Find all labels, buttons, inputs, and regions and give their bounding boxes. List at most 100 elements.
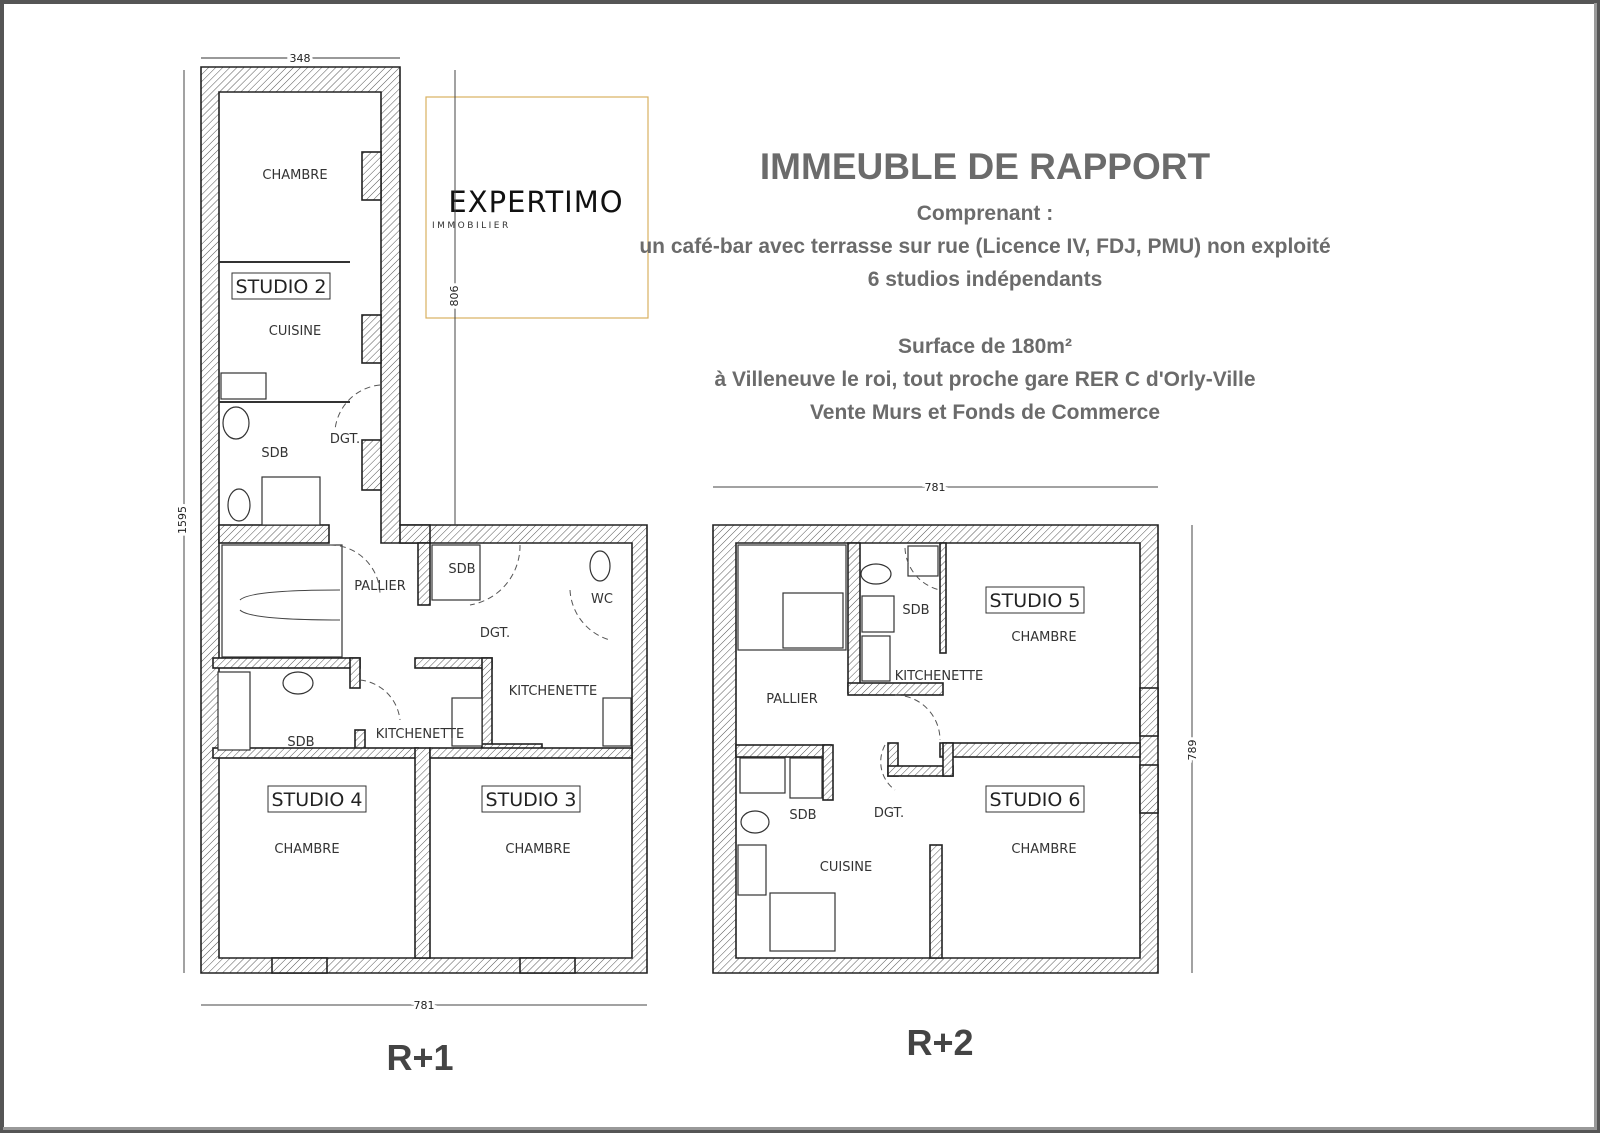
skylight-icon (769, 892, 836, 952)
room-label: DGT. (480, 626, 510, 641)
shower-icon (861, 595, 895, 633)
detail-line: Surface de 180m² (898, 335, 1072, 358)
wall (481, 657, 493, 749)
frame-shadow (3, 3, 1597, 1130)
detail-line: Vente Murs et Fonds de Commerce (809, 401, 1161, 424)
logo-tagline: IMMOBILIER (432, 221, 511, 231)
room-label: CHAMBRE (1011, 630, 1076, 645)
room-label: CHAMBRE (505, 842, 570, 857)
window (361, 439, 382, 491)
stove-icon (737, 844, 767, 896)
room-label: KITCHENETTE (895, 669, 983, 684)
window (361, 314, 382, 364)
dimension-right: 789 (1186, 740, 1199, 761)
wall (822, 744, 834, 801)
room-label: SDB (789, 808, 816, 823)
room-label: CUISINE (269, 324, 321, 339)
landing-icon (782, 592, 844, 649)
logo: EXPERTIMO IMMOBILIER (425, 96, 649, 319)
window (1139, 687, 1159, 737)
toilet-icon (589, 550, 611, 582)
room-label: SDB (448, 562, 475, 577)
room-label: CHAMBRE (1011, 842, 1076, 857)
toilet-icon (740, 810, 770, 834)
window (519, 957, 576, 974)
studio-label-box (985, 586, 1085, 614)
subtitle: Comprenant : (916, 202, 1054, 225)
r2-exterior-walls (712, 524, 1159, 974)
room-label: SDB (287, 735, 314, 750)
stove-icon (861, 635, 891, 682)
wall (399, 524, 431, 544)
stove-icon (451, 697, 483, 747)
detail-line: 6 studios indépendants (867, 268, 1103, 291)
shower-icon (431, 544, 481, 601)
wall (939, 542, 947, 654)
wall (847, 542, 861, 694)
wall (414, 747, 431, 959)
washbasin-icon (282, 671, 314, 695)
dimension-right: 806 (448, 286, 461, 307)
washbasin-icon (222, 406, 250, 440)
wall (354, 729, 366, 751)
wall (349, 657, 361, 689)
plan-r1: 348 806 1595 781 CHAMBRE STUDIO 2 CUISIN… (173, 49, 648, 1078)
dimension-bottom: 781 (414, 999, 435, 1012)
plan-r2: 781 789 STUDIO 5 CHAMBRE SDB KITCHENETTE… (712, 478, 1202, 1063)
toilet-icon (227, 488, 251, 522)
r1-exterior-walls (200, 66, 648, 974)
window (361, 151, 382, 201)
wall (942, 742, 954, 777)
studio-label-box (985, 785, 1085, 813)
wall (847, 682, 944, 696)
studio-label-box (267, 785, 367, 813)
stove-icon (602, 697, 632, 747)
room-label: KITCHENETTE (509, 684, 597, 699)
room-label: PALLIER (766, 692, 817, 707)
wall (735, 744, 832, 758)
studio-label: STUDIO 2 (236, 276, 327, 298)
wall (429, 747, 633, 759)
dimension-top: 781 (925, 481, 946, 494)
room-label: SDB (902, 603, 929, 618)
room-label: PALLIER (354, 579, 405, 594)
sink-icon (220, 372, 267, 400)
page-title: IMMEUBLE DE RAPPORT (759, 146, 1211, 187)
dimension-left: 1595 (176, 506, 189, 534)
window (271, 957, 328, 974)
room-label: CUISINE (820, 860, 872, 875)
room-label: CHAMBRE (274, 842, 339, 857)
dimension-top: 348 (290, 52, 311, 65)
toilet-icon (860, 563, 892, 585)
wall (414, 657, 493, 669)
studio-label-box (481, 785, 581, 813)
room-label: DGT. (874, 806, 904, 821)
studio-label: STUDIO 3 (486, 789, 577, 811)
studio-label: STUDIO 5 (990, 590, 1081, 612)
staircase-icon (221, 544, 343, 658)
washbasin-icon (739, 757, 786, 794)
detail-line: à Villeneuve le roi, tout proche gare RE… (714, 368, 1256, 391)
room-label: SDB (261, 446, 288, 461)
wall (218, 524, 330, 544)
wall (212, 657, 361, 669)
room-label: DGT. (330, 432, 360, 447)
level-label-r2: R+2 (906, 1022, 973, 1063)
studio-label: STUDIO 4 (272, 789, 363, 811)
bathtub-icon (217, 671, 251, 751)
window (1139, 764, 1159, 814)
wall (929, 844, 943, 959)
studio-label-box (231, 272, 331, 300)
room-label: CHAMBRE (262, 168, 327, 183)
room-label: KITCHENETTE (376, 727, 464, 742)
wall (939, 742, 1141, 758)
wall (417, 542, 431, 606)
detail-line: un café-bar avec terrasse sur rue (Licen… (639, 235, 1331, 258)
studio-label: STUDIO 6 (990, 789, 1081, 811)
room-label: WC (591, 592, 613, 607)
shower-icon (261, 476, 321, 526)
level-label-r1: R+1 (386, 1037, 453, 1078)
logo-text: EXPERTIMO (448, 185, 623, 219)
